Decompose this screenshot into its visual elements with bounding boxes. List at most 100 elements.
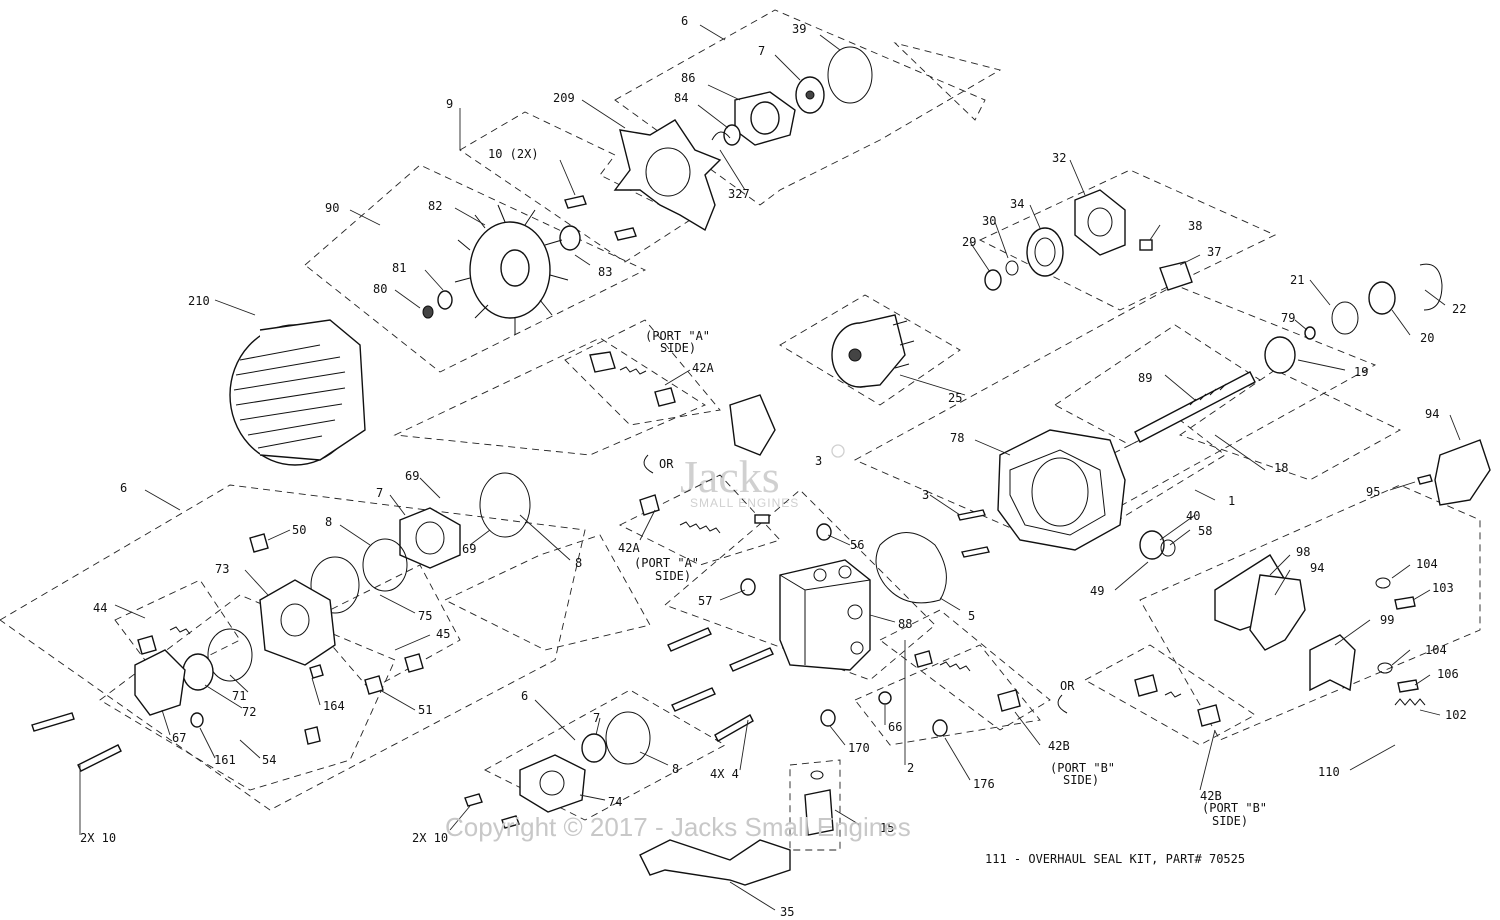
label-89: 89	[1138, 371, 1152, 385]
label-58: 58	[1198, 524, 1212, 538]
port-a-note-top-line2: SIDE)	[660, 341, 696, 355]
label-94-mid: 94	[1310, 561, 1324, 575]
leader-lines	[79, 24, 1461, 911]
label-83: 83	[598, 265, 612, 279]
label-88: 88	[898, 617, 912, 631]
label-110: 110	[1318, 765, 1340, 779]
label-73: 73	[215, 562, 229, 576]
label-19: 19	[1354, 365, 1368, 379]
label-45: 45	[436, 627, 450, 641]
label-50: 50	[292, 523, 306, 537]
or-note-right: OR	[1060, 679, 1075, 693]
part-labels: 6 39 7 86 209 84 9 10 (2X) 327 90 82 83 …	[80, 14, 1467, 919]
label-8-lower: 8	[672, 762, 679, 776]
copyright-watermark: Copyright © 2017 - Jacks Small Engines	[445, 812, 911, 842]
label-5: 5	[968, 609, 975, 623]
port-b-note-right-line1: (PORT "B"	[1202, 801, 1267, 815]
label-98: 98	[1296, 545, 1310, 559]
group-outlines	[0, 9, 1481, 851]
label-69-mid: 69	[462, 542, 476, 556]
label-49: 49	[1090, 584, 1104, 598]
logo-sub: SMALL ENGINES	[690, 496, 799, 510]
label-74: 74	[608, 795, 622, 809]
label-75: 75	[418, 609, 432, 623]
label-90: 90	[325, 201, 339, 215]
label-56: 56	[850, 538, 864, 552]
label-51: 51	[418, 703, 432, 717]
label-86: 86	[681, 71, 695, 85]
label-42A-lower: 42A	[618, 541, 640, 555]
overhaul-seal-kit-note: 111 - OVERHAUL SEAL KIT, PART# 70525	[985, 852, 1245, 866]
label-3-center: 3	[815, 454, 822, 468]
label-40: 40	[1186, 509, 1200, 523]
label-39: 39	[792, 22, 806, 36]
port-a-note-top-line1: (PORT "A"	[645, 329, 710, 343]
label-30: 30	[982, 214, 996, 228]
label-327: 327	[728, 187, 750, 201]
port-b-note-mid-line1: (PORT "B"	[1050, 761, 1115, 775]
label-3-right: 3	[922, 488, 929, 502]
or-note-left: OR	[659, 457, 674, 471]
label-7-lower: 7	[593, 711, 600, 725]
label-78: 78	[950, 431, 964, 445]
label-54: 54	[262, 753, 276, 767]
label-34: 34	[1010, 197, 1024, 211]
label-9: 9	[446, 97, 453, 111]
label-20: 20	[1420, 331, 1434, 345]
label-176: 176	[973, 777, 995, 791]
label-32: 32	[1052, 151, 1066, 165]
label-81: 81	[392, 261, 406, 275]
label-210: 210	[188, 294, 210, 308]
label-6-lower: 6	[521, 689, 528, 703]
label-102: 102	[1445, 708, 1467, 722]
port-a-note-lower-line2: SIDE)	[655, 569, 691, 583]
label-67: 67	[172, 731, 186, 745]
port-b-note-right-line2: SIDE)	[1212, 814, 1248, 828]
label-22: 22	[1452, 302, 1466, 316]
port-notes: (PORT "A" SIDE) (PORT "A" SIDE) (PORT "B…	[634, 329, 1267, 828]
label-72: 72	[242, 705, 256, 719]
label-15: 15	[880, 821, 894, 835]
label-44: 44	[93, 601, 107, 615]
label-104-top: 104	[1416, 557, 1438, 571]
label-42B-right: 42B	[1200, 789, 1222, 803]
label-99: 99	[1380, 613, 1394, 627]
label-94-top: 94	[1425, 407, 1439, 421]
label-82: 82	[428, 199, 442, 213]
label-106: 106	[1437, 667, 1459, 681]
port-a-note-lower-line1: (PORT "A"	[634, 556, 699, 570]
label-29: 29	[962, 235, 976, 249]
label-37: 37	[1207, 245, 1221, 259]
label-42A-top: 42A	[692, 361, 714, 375]
label-69-top: 69	[405, 469, 419, 483]
label-1: 1	[1228, 494, 1235, 508]
label-84: 84	[674, 91, 688, 105]
label-2: 2	[907, 761, 914, 775]
label-21: 21	[1290, 273, 1304, 287]
port-b-note-mid-line2: SIDE)	[1063, 773, 1099, 787]
label-170: 170	[848, 741, 870, 755]
label-6-top: 6	[681, 14, 688, 28]
label-79: 79	[1281, 311, 1295, 325]
label-103: 103	[1432, 581, 1454, 595]
label-71: 71	[232, 689, 246, 703]
label-25: 25	[948, 391, 962, 405]
label-42B-mid: 42B	[1048, 739, 1070, 753]
label-35: 35	[780, 905, 794, 919]
parts	[31, 46, 1491, 886]
label-6-left: 6	[120, 481, 127, 495]
label-104-bottom: 104	[1425, 643, 1447, 657]
label-57: 57	[698, 594, 712, 608]
label-2x10-left: 2X 10	[80, 831, 116, 845]
label-7-top: 7	[758, 44, 765, 58]
label-2x10-lower: 2X 10	[412, 831, 448, 845]
label-10-2x: 10 (2X)	[488, 147, 539, 161]
label-66: 66	[888, 720, 902, 734]
label-209: 209	[553, 91, 575, 105]
label-164: 164	[323, 699, 345, 713]
label-7-left: 7	[376, 486, 383, 500]
label-95: 95	[1366, 485, 1380, 499]
logo-main: Jacks	[680, 451, 780, 502]
label-80: 80	[373, 282, 387, 296]
